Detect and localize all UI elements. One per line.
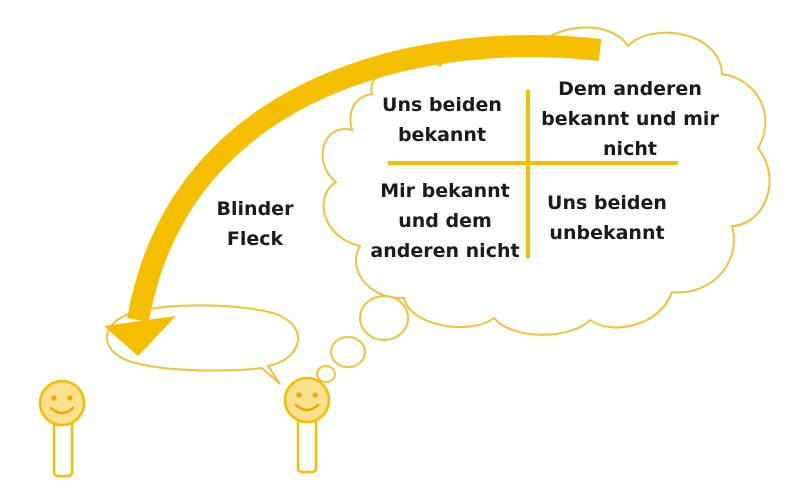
smiley-figure-icon [283,376,331,474]
thought-bubble-small [316,365,336,383]
thought-bubble-medium [330,336,366,368]
quadrant-bottom-left-label: Mir bekannt und dem anderen nicht [370,180,520,262]
quadrant-bottom-right-label: Uns beiden unbekannt [547,192,667,244]
thought-bubble-large [359,295,409,341]
quadrant-top-left-label: Uns beiden bekannt [382,94,502,146]
quadrant-top-right-label: Dem anderen bekannt und mir nicht [541,78,719,160]
blind-spot-label: Blinder Fleck [216,198,294,250]
smiley-figure-icon [38,379,86,478]
curved-arrow [127,35,602,322]
thought-cloud [321,26,771,336]
arrow-head-icon [104,316,176,356]
